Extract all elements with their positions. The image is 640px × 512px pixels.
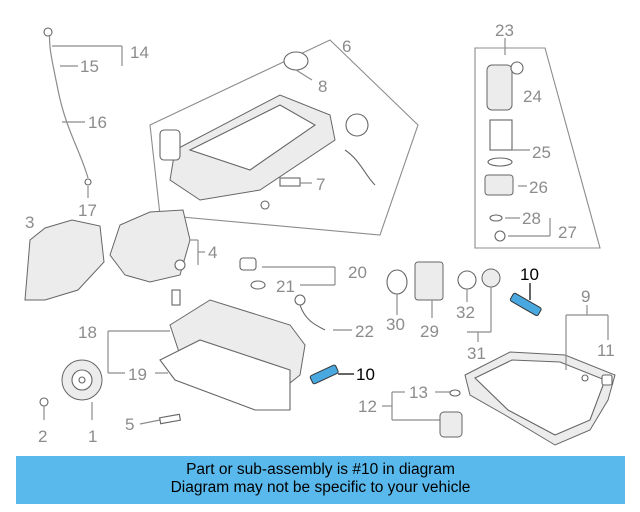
callout-15: 15 <box>80 57 99 76</box>
part-10-lower <box>309 364 354 385</box>
callout-11: 11 <box>597 341 615 360</box>
oil-pan <box>464 305 616 446</box>
callout-13: 13 <box>409 383 428 402</box>
parts-20-22 <box>239 257 352 331</box>
callout-29: 29 <box>420 322 439 341</box>
callout-23: 23 <box>495 21 514 40</box>
callout-6: 6 <box>342 37 351 56</box>
callout-30: 30 <box>386 315 405 334</box>
callout-22: 22 <box>355 322 374 341</box>
banner-line-1: Part or sub-assembly is #10 in diagram <box>186 461 455 478</box>
callout-1: 1 <box>88 427 97 446</box>
callout-24: 24 <box>523 87 542 106</box>
parts-12-13 <box>382 389 463 438</box>
timing-covers <box>24 209 205 301</box>
callout-31: 31 <box>467 344 486 363</box>
callout-10-lower: 10 <box>356 365 375 384</box>
callout-10-upper: 10 <box>520 265 539 284</box>
callout-32: 32 <box>456 303 475 322</box>
oil-filter-panel <box>474 47 601 249</box>
callout-20: 20 <box>348 263 367 282</box>
callout-14: 14 <box>130 43 149 62</box>
oil-filter-assembly <box>484 38 551 242</box>
callout-2: 2 <box>38 427 47 446</box>
part-10-upper <box>509 283 542 317</box>
callout-5: 5 <box>125 415 134 434</box>
callout-7: 7 <box>316 175 325 194</box>
callout-3: 3 <box>25 213 34 232</box>
oil-cooler <box>386 261 444 318</box>
callout-26: 26 <box>529 178 548 197</box>
parts-diagram: 1 2 3 4 5 6 7 8 9 10 10 11 12 13 14 15 1… <box>24 21 616 446</box>
callout-8: 8 <box>318 77 327 96</box>
callout-12: 12 <box>358 397 377 416</box>
parts-31-32 <box>457 268 501 342</box>
callout-25: 25 <box>532 143 551 162</box>
callout-16: 16 <box>88 113 107 132</box>
banner-line-2: Diagram may not be specific to your vehi… <box>170 479 471 496</box>
valve-cover <box>107 289 306 411</box>
callout-19: 19 <box>128 365 147 384</box>
callout-21: 21 <box>276 277 295 296</box>
info-banner: Part or sub-assembly is #10 in diagram D… <box>16 456 625 504</box>
sensor <box>139 413 182 425</box>
callout-28: 28 <box>522 209 541 228</box>
intake-manifold <box>159 51 376 210</box>
callout-27: 27 <box>558 223 577 242</box>
callout-18: 18 <box>78 323 97 342</box>
crank-pulley <box>39 359 103 420</box>
callout-4: 4 <box>208 243 217 262</box>
callout-17: 17 <box>78 201 97 220</box>
dipstick <box>43 27 123 198</box>
callout-9: 9 <box>581 287 590 306</box>
